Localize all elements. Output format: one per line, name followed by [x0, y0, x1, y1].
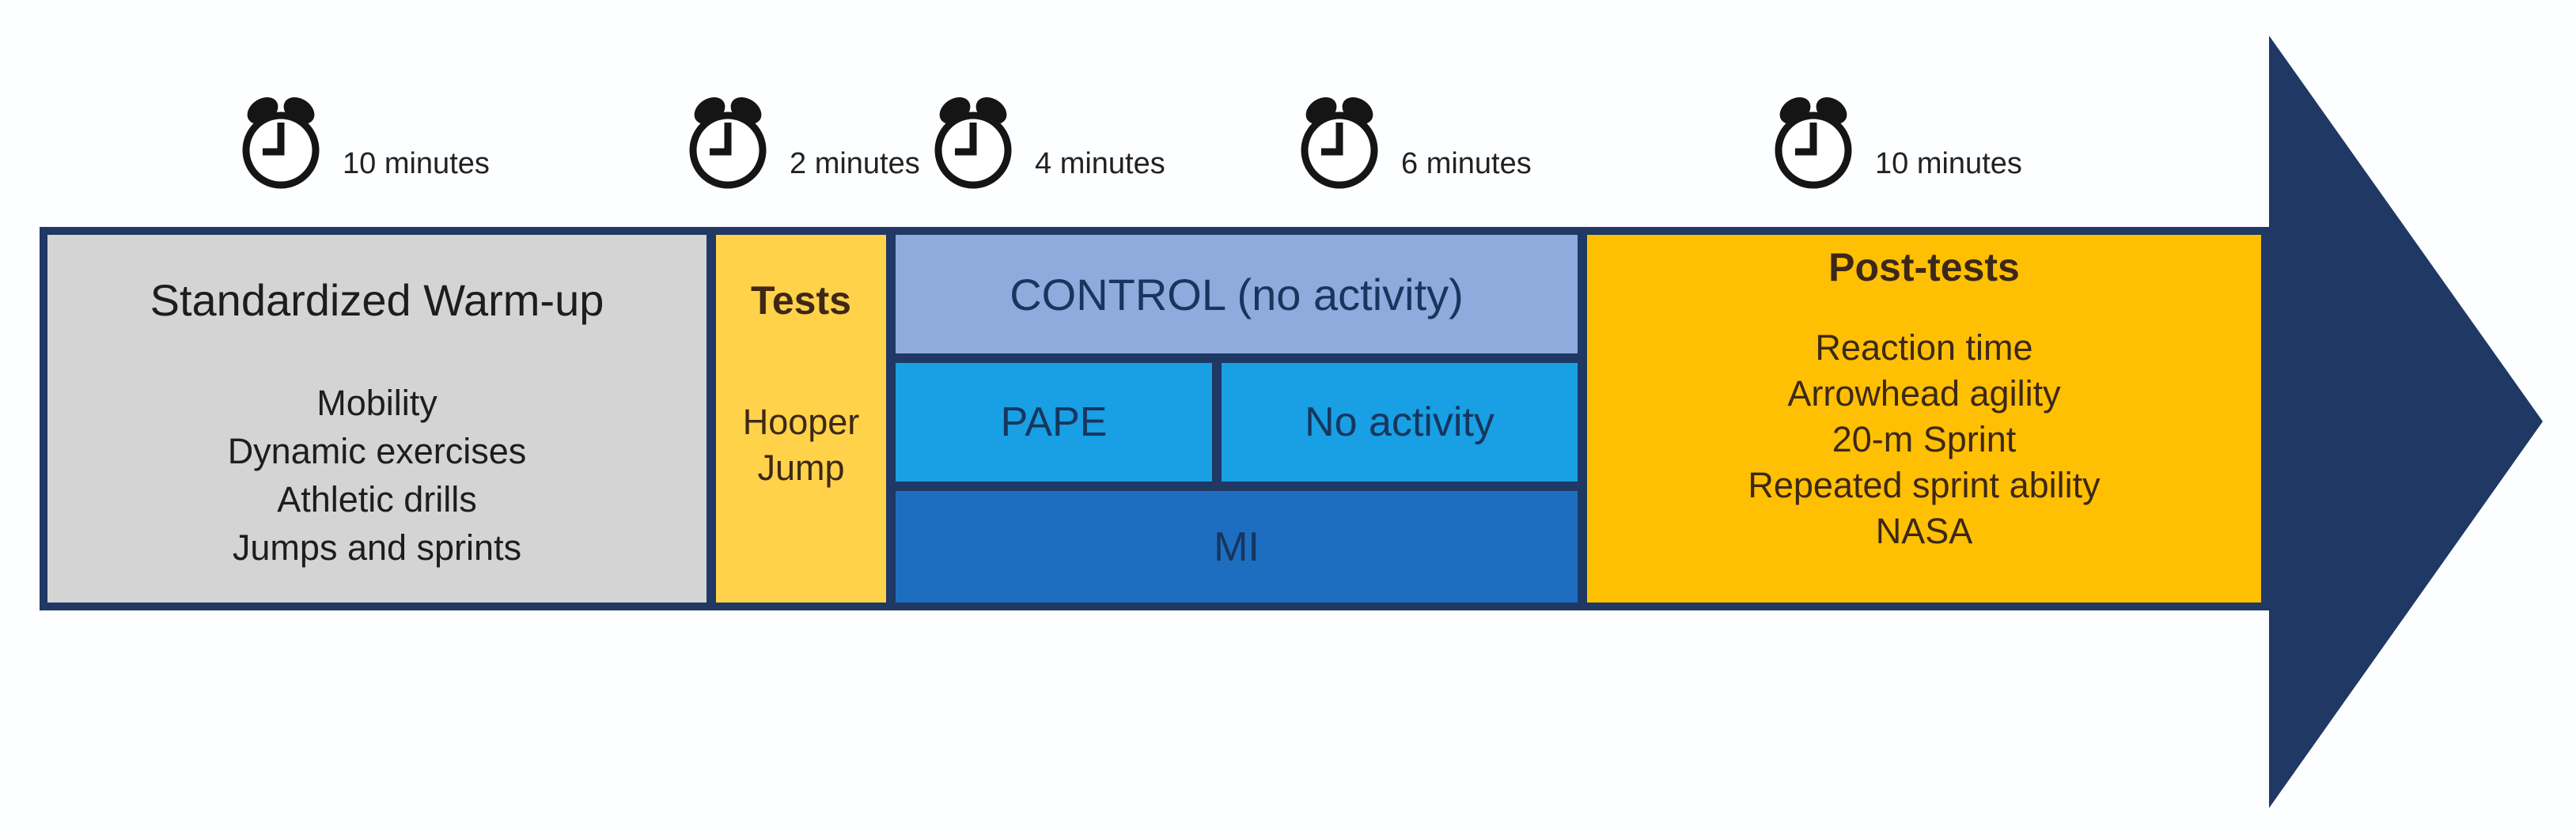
no-activity-box: No activity [1222, 363, 1578, 482]
tests-item-list: Hooper Jump [743, 399, 860, 491]
post-tests-item: Repeated sprint ability [1748, 465, 2101, 505]
control-box: CONTROL (no activity) [896, 235, 1578, 353]
control-label: CONTROL (no activity) [1010, 269, 1464, 319]
duration-group-5: 10 minutes [1774, 89, 2022, 192]
duration-label: 10 minutes [1875, 147, 2022, 180]
warmup-item-list: Mobility Dynamic exercises Athletic dril… [228, 379, 527, 572]
post-tests-item: Arrowhead agility [1787, 373, 2061, 414]
warmup-title: Standardized Warm-up [150, 275, 604, 325]
post-tests-item: NASA [1875, 511, 1973, 551]
warmup-item: Dynamic exercises [227, 431, 527, 471]
mi-box: MI [896, 491, 1578, 603]
duration-label: 6 minutes [1401, 147, 1532, 180]
no-activity-label: No activity [1305, 399, 1494, 445]
warmup-item: Athletic drills [277, 479, 477, 520]
alarm-clock-icon [242, 96, 320, 189]
post-tests-item-list: Reaction time Arrowhead agility 20-m Spr… [1748, 325, 2100, 554]
post-tests-item: Reaction time [1815, 327, 2033, 368]
tests-box: Tests Hooper Jump [716, 235, 886, 603]
duration-group-2: 2 minutes [688, 89, 920, 192]
tests-item: Hooper [742, 402, 860, 442]
post-tests-box: Post-tests Reaction time Arrowhead agili… [1587, 235, 2261, 603]
alarm-clock-icon [1775, 96, 1852, 189]
duration-group-1: 10 minutes [241, 89, 490, 192]
post-tests-item: 20-m Sprint [1832, 419, 2017, 459]
duration-group-3: 4 minutes [934, 89, 1165, 192]
pape-box: PAPE [896, 363, 1212, 482]
mi-label: MI [1214, 523, 1260, 570]
tests-title: Tests [751, 278, 851, 323]
warmup-item: Mobility [316, 383, 438, 423]
pape-label: PAPE [1000, 399, 1108, 445]
warmup-box: Standardized Warm-up Mobility Dynamic ex… [47, 235, 707, 603]
duration-label: 10 minutes [343, 147, 490, 180]
warmup-item: Jumps and sprints [232, 527, 522, 568]
alarm-clock-icon [689, 96, 767, 189]
alarm-clock-icon [934, 96, 1012, 189]
post-tests-title: Post-tests [1828, 245, 2020, 289]
duration-group-4: 6 minutes [1300, 89, 1532, 192]
duration-label: 2 minutes [790, 147, 920, 180]
alarm-clock-icon [1301, 96, 1378, 189]
duration-label: 4 minutes [1035, 147, 1165, 180]
tests-item: Jump [757, 448, 845, 488]
